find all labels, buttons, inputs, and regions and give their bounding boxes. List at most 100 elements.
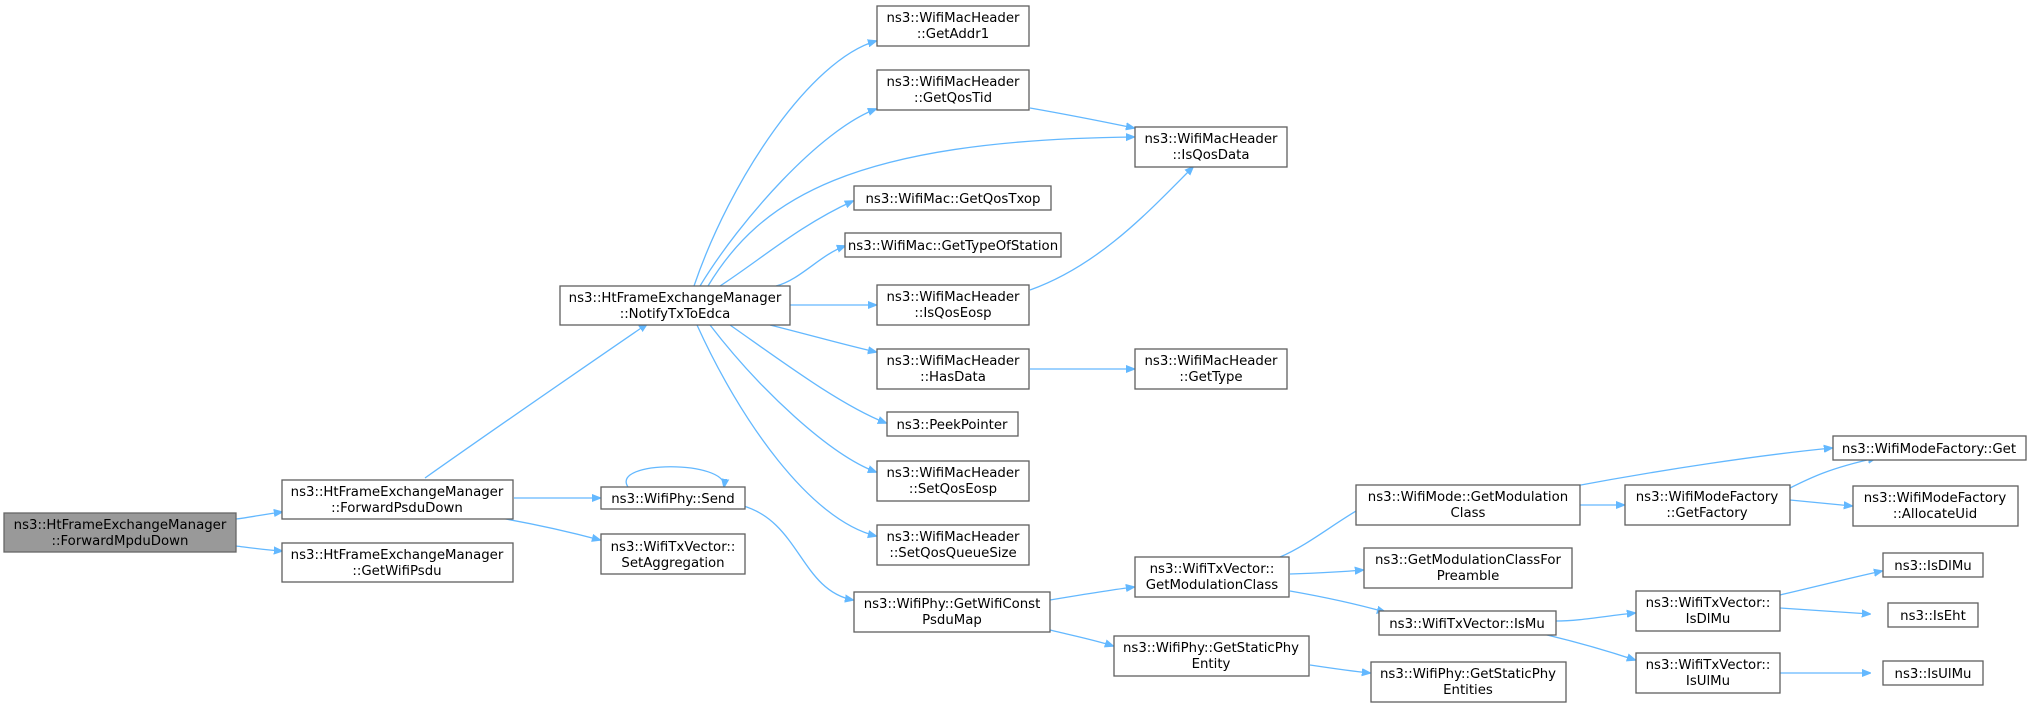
svg-text:PsduMap: PsduMap	[922, 613, 982, 628]
edge-txv-getmodclass-ismu	[1289, 590, 1385, 612]
edge-txv-isdlmu-isdlmu	[1779, 571, 1882, 596]
svg-text:ns3::WifiTxVector::: ns3::WifiTxVector::	[1646, 596, 1771, 611]
node-isulmu[interactable]: ns3::IsUlMu	[1882, 660, 1984, 686]
node-setqosqueuesize[interactable]: ns3::WifiMacHeader ::SetQosQueueSize	[876, 524, 1030, 566]
svg-text:::AllocateUid: ::AllocateUid	[1893, 507, 1977, 522]
svg-text:ns3::WifiPhy::Send: ns3::WifiPhy::Send	[611, 492, 735, 507]
svg-text:ns3::WifiModeFactory: ns3::WifiModeFactory	[1864, 491, 2007, 506]
svg-text:ns3::HtFrameExchangeManager: ns3::HtFrameExchangeManager	[291, 485, 504, 500]
node-setaggregation[interactable]: ns3::WifiTxVector:: SetAggregation	[600, 533, 746, 575]
node-getstaticphyentity[interactable]: ns3::WifiPhy::GetStaticPhy Entity	[1113, 635, 1310, 677]
node-forwardmpdu[interactable]: ns3::HtFrameExchangeManager ::ForwardMpd…	[3, 512, 237, 553]
edge-forwardpsdu-setaggregation	[499, 517, 600, 540]
svg-text:ns3::WifiModeFactory: ns3::WifiModeFactory	[1636, 490, 1779, 505]
svg-text:Class: Class	[1451, 506, 1486, 521]
node-getfactory[interactable]: ns3::WifiModeFactory ::GetFactory	[1624, 484, 1791, 526]
edge-notifytx-setqosqueuesize	[696, 324, 876, 536]
node-getaddr1[interactable]: ns3::WifiMacHeader ::GetAddr1	[876, 5, 1030, 47]
node-isqoseosp[interactable]: ns3::WifiMacHeader ::IsQosEosp	[876, 284, 1030, 326]
node-send[interactable]: ns3::WifiPhy::Send	[600, 486, 746, 510]
node-getwifipsdu[interactable]: ns3::HtFrameExchangeManager ::GetWifiPsd…	[281, 542, 514, 583]
node-hasdata[interactable]: ns3::WifiMacHeader ::HasData	[876, 348, 1030, 390]
svg-text:::HasData: ::HasData	[920, 370, 986, 385]
edge-forwardmpdu-forwardpsdu	[235, 512, 282, 520]
svg-text:::NotifyTxToEdca: ::NotifyTxToEdca	[620, 307, 731, 322]
svg-text:ns3::WifiModeFactory::Get: ns3::WifiModeFactory::Get	[1842, 442, 2016, 457]
node-getqostxop[interactable]: ns3::WifiMac::GetQosTxop	[853, 185, 1052, 211]
edge-notifytx-isqosdata	[707, 137, 1134, 287]
svg-text:ns3::WifiMacHeader: ns3::WifiMacHeader	[886, 290, 1020, 305]
node-txv-getmodclass[interactable]: ns3::WifiTxVector:: GetModulationClass	[1134, 556, 1290, 598]
edge-isqoseosp-isqosdata	[1029, 167, 1193, 291]
svg-text:ns3::WifiTxVector::IsMu: ns3::WifiTxVector::IsMu	[1389, 617, 1545, 632]
svg-text:::SetQosQueueSize: ::SetQosQueueSize	[889, 546, 1016, 561]
edge-notifytx-setqoseosp	[709, 324, 876, 472]
edge-notifytx-getqostxop	[719, 201, 853, 287]
svg-text:ns3::WifiMacHeader: ns3::WifiMacHeader	[886, 530, 1020, 545]
node-txv-isdlmu[interactable]: ns3::WifiTxVector:: IsDlMu	[1635, 590, 1781, 632]
edge-getfactory-factory-get	[1789, 458, 1876, 489]
svg-text:ns3::IsUlMu: ns3::IsUlMu	[1895, 667, 1972, 682]
node-txv-isulmu[interactable]: ns3::WifiTxVector:: IsUlMu	[1635, 652, 1781, 694]
svg-text:ns3::WifiMacHeader: ns3::WifiMacHeader	[886, 11, 1020, 26]
svg-text:ns3::IsEht: ns3::IsEht	[1900, 609, 1966, 624]
node-iseht[interactable]: ns3::IsEht	[1887, 602, 1979, 628]
edge-notifytx-gettypeofstation	[775, 246, 845, 287]
node-allocateuid[interactable]: ns3::WifiModeFactory ::AllocateUid	[1852, 485, 2019, 527]
edge-notifytx-getqostid	[699, 109, 876, 287]
edge-mode-getmodclass-factory-get	[1569, 448, 1832, 488]
node-gettype[interactable]: ns3::WifiMacHeader ::GetType	[1134, 348, 1288, 390]
svg-text:ns3::HtFrameExchangeManager: ns3::HtFrameExchangeManager	[569, 291, 782, 306]
node-isqosdata[interactable]: ns3::WifiMacHeader ::IsQosData	[1134, 126, 1288, 168]
svg-text:SetAggregation: SetAggregation	[621, 556, 724, 571]
svg-text:ns3::WifiTxVector::: ns3::WifiTxVector::	[1646, 658, 1771, 673]
svg-text:::IsQosData: ::IsQosData	[1172, 148, 1249, 163]
svg-text:ns3::WifiMacHeader: ns3::WifiMacHeader	[1144, 354, 1278, 369]
node-txv-ismu[interactable]: ns3::WifiTxVector::IsMu	[1378, 610, 1557, 636]
svg-text:Entities: Entities	[1443, 683, 1493, 698]
svg-text:::SetQosEosp: ::SetQosEosp	[909, 482, 997, 497]
svg-text:ns3::WifiMacHeader: ns3::WifiMacHeader	[886, 354, 1020, 369]
node-getstaticphyentities[interactable]: ns3::WifiPhy::GetStaticPhy Entities	[1370, 661, 1567, 703]
svg-text:::IsQosEosp: ::IsQosEosp	[914, 306, 991, 321]
svg-text:ns3::HtFrameExchangeManager: ns3::HtFrameExchangeManager	[14, 518, 227, 533]
node-factory-get[interactable]: ns3::WifiModeFactory::Get	[1832, 435, 2027, 461]
svg-text:ns3::WifiMacHeader: ns3::WifiMacHeader	[886, 75, 1020, 90]
node-peekpointer[interactable]: ns3::PeekPointer	[886, 411, 1019, 437]
edge-forwardpsdu-notifytx	[424, 324, 647, 479]
node-getmodclassforpreamble[interactable]: ns3::GetModulationClassFor Preamble	[1363, 547, 1573, 589]
svg-text:ns3::IsDlMu: ns3::IsDlMu	[1894, 559, 1971, 574]
edge-forwardmpdu-getwifipsdu	[235, 545, 282, 551]
node-forwardpsdu[interactable]: ns3::HtFrameExchangeManager ::ForwardPsd…	[281, 479, 514, 520]
node-mode-getmodclass[interactable]: ns3::WifiMode::GetModulation Class	[1355, 484, 1581, 526]
svg-text:::GetFactory: ::GetFactory	[1666, 506, 1747, 521]
edge-ismu-txv-isdlmu	[1555, 613, 1635, 622]
svg-text:ns3::WifiMac::GetQosTxop: ns3::WifiMac::GetQosTxop	[866, 192, 1041, 207]
node-gettypeofstation[interactable]: ns3::WifiMac::GetTypeOfStation	[844, 232, 1062, 258]
svg-text:ns3::WifiMacHeader: ns3::WifiMacHeader	[1144, 132, 1278, 147]
svg-text:ns3::WifiPhy::GetWifiConst: ns3::WifiPhy::GetWifiConst	[864, 597, 1041, 612]
svg-text:ns3::WifiPhy::GetStaticPhy: ns3::WifiPhy::GetStaticPhy	[1380, 667, 1556, 682]
edge-send-getwificonstpsdumap	[739, 504, 853, 600]
edge-txv-isdlmu-iseht	[1779, 607, 1870, 614]
edge-psdumap-txv-getmodclass	[1049, 587, 1134, 601]
svg-text:Preamble: Preamble	[1437, 569, 1500, 584]
node-getwificonstpsdumap[interactable]: ns3::WifiPhy::GetWifiConst PsduMap	[853, 591, 1051, 633]
edge-notifytx-peekpointer	[729, 324, 886, 423]
svg-text:GetModulationClass: GetModulationClass	[1146, 578, 1279, 593]
svg-text:ns3::WifiMac::GetTypeOfStation: ns3::WifiMac::GetTypeOfStation	[848, 239, 1058, 254]
svg-text:ns3::WifiTxVector::: ns3::WifiTxVector::	[1150, 562, 1275, 577]
svg-text:::ForwardMpduDown: ::ForwardMpduDown	[52, 534, 189, 549]
svg-text:IsUlMu: IsUlMu	[1686, 674, 1730, 689]
node-isdlmu[interactable]: ns3::IsDlMu	[1882, 552, 1984, 578]
node-getqostid[interactable]: ns3::WifiMacHeader ::GetQosTid	[876, 69, 1030, 111]
svg-text:ns3::WifiPhy::GetStaticPhy: ns3::WifiPhy::GetStaticPhy	[1123, 641, 1299, 656]
svg-text:ns3::HtFrameExchangeManager: ns3::HtFrameExchangeManager	[291, 548, 504, 563]
node-notifytx[interactable]: ns3::HtFrameExchangeManager ::NotifyTxTo…	[559, 285, 791, 326]
edge-getqostid-isqosdata	[1029, 107, 1134, 128]
svg-text:ns3::WifiMode::GetModulation: ns3::WifiMode::GetModulation	[1368, 490, 1568, 505]
edge-getstaticphyentity-entities	[1309, 664, 1370, 673]
node-setqoseosp[interactable]: ns3::WifiMacHeader ::SetQosEosp	[876, 460, 1030, 502]
edge-txv-getmodclass-preamble	[1289, 570, 1363, 574]
